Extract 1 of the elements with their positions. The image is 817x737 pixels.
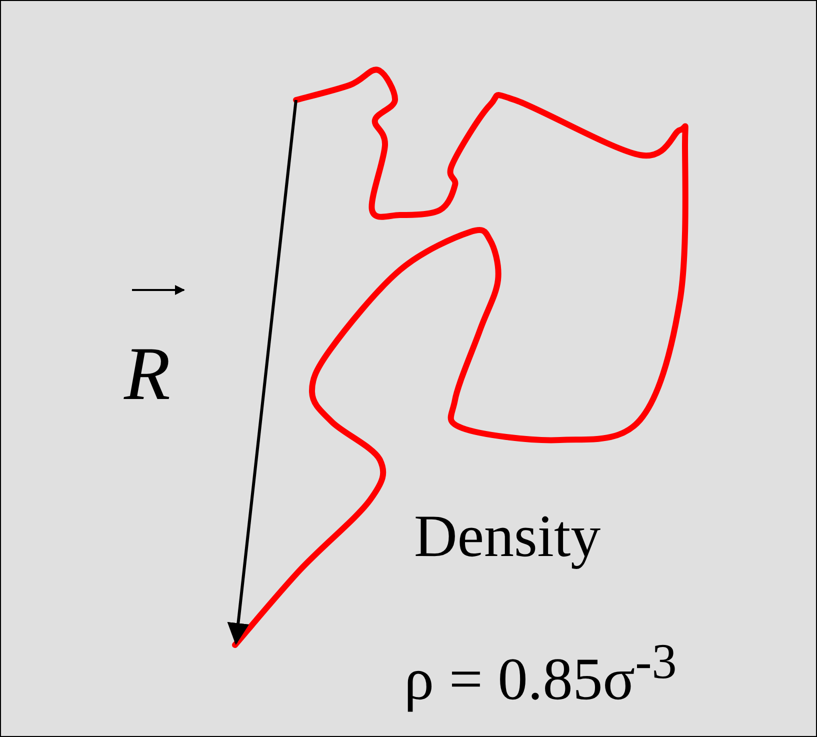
vector-symbol: R [124, 336, 170, 412]
